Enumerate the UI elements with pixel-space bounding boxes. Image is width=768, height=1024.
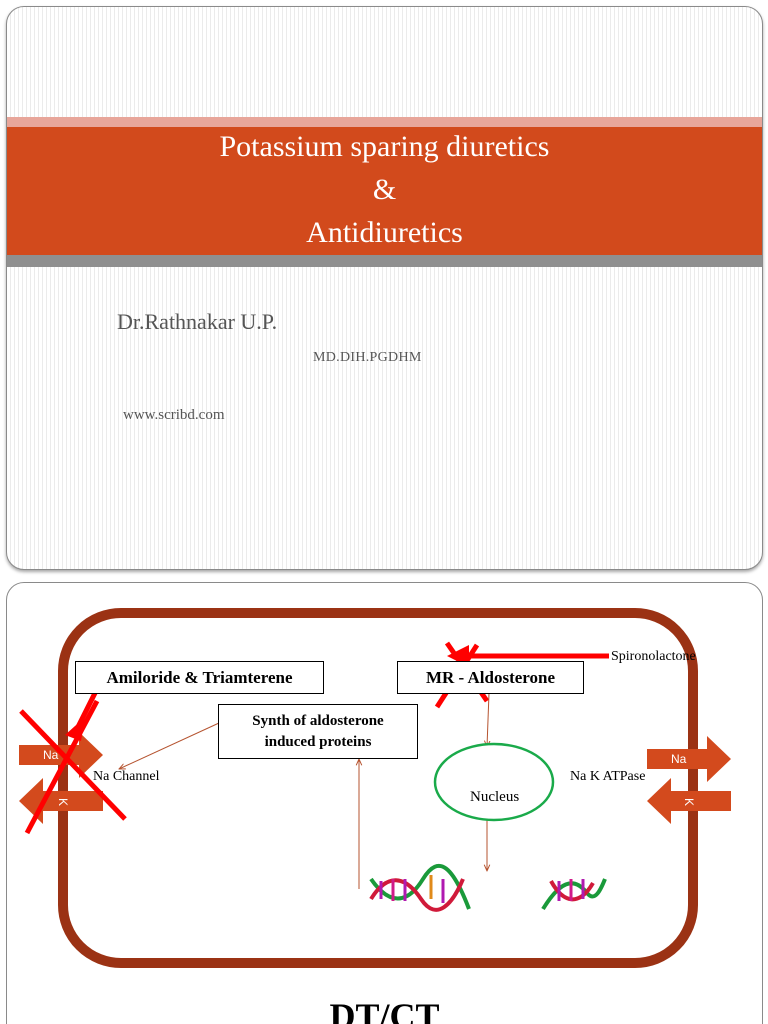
title-line-1: Potassium sparing diuretics bbox=[219, 130, 550, 163]
nucleus-label: Nucleus bbox=[470, 789, 520, 805]
right-k-arrow bbox=[647, 778, 731, 824]
title-band bbox=[7, 127, 762, 255]
title-grey-strip bbox=[7, 255, 762, 267]
right-k-arrow-label: K bbox=[682, 797, 697, 807]
na-channel-label: Na Channel bbox=[93, 769, 160, 784]
mr-to-nucleus-arrow bbox=[487, 692, 489, 747]
channel-block-x-2 bbox=[24, 699, 100, 835]
slide-title: Potassium sparing diuretics & Antidiuret… bbox=[7, 125, 762, 254]
left-k-arrow-label: K bbox=[56, 797, 71, 807]
na-k-atpase-label: Na K ATPase bbox=[570, 769, 646, 784]
cell-outline bbox=[58, 608, 698, 968]
spironolactone-label: Spironolactone bbox=[611, 649, 696, 664]
title-line-3: Antidiuretics bbox=[306, 216, 463, 249]
amiloride-triamterene-label: Amiloride & Triamterene bbox=[106, 667, 293, 687]
dna-helix-icon-2 bbox=[541, 878, 607, 911]
cell-diagram bbox=[19, 608, 731, 968]
proteins-to-channel-arrow bbox=[119, 722, 220, 769]
amiloride-arrow-head bbox=[65, 717, 85, 741]
aldosterone-proteins-box: Synth of aldosterone induced proteins bbox=[218, 704, 418, 759]
slide-bottom-title: DT/CT bbox=[329, 996, 440, 1024]
proteins-line-1: Synth of aldosterone bbox=[252, 712, 384, 729]
nucleus-ellipse bbox=[433, 742, 555, 822]
diagram-slide: Amiloride & Triamterene MR - Aldosterone… bbox=[6, 582, 763, 1024]
website-text: www.scribd.com bbox=[123, 407, 225, 423]
right-na-arrow bbox=[647, 736, 731, 782]
title-line-2: & bbox=[372, 173, 397, 206]
left-na-arrow-label: Na bbox=[43, 748, 59, 762]
dna-helix-icon-1 bbox=[369, 864, 471, 912]
title-slide: Potassium sparing diuretics & Antidiuret… bbox=[6, 6, 763, 570]
proteins-line-2: induced proteins bbox=[264, 733, 372, 750]
channel-block-x-1 bbox=[19, 709, 127, 821]
author-name: Dr.Rathnakar U.P. bbox=[117, 309, 278, 334]
mr-aldosterone-box: MR - Aldosterone bbox=[397, 661, 584, 694]
mr-aldosterone-label: MR - Aldosterone bbox=[425, 667, 556, 687]
title-pink-strip bbox=[7, 117, 762, 127]
right-na-arrow-label: Na bbox=[671, 752, 687, 766]
amiloride-triamterene-box: Amiloride & Triamterene bbox=[75, 661, 324, 694]
author-degree: MD.DIH.PGDHM bbox=[313, 350, 422, 365]
